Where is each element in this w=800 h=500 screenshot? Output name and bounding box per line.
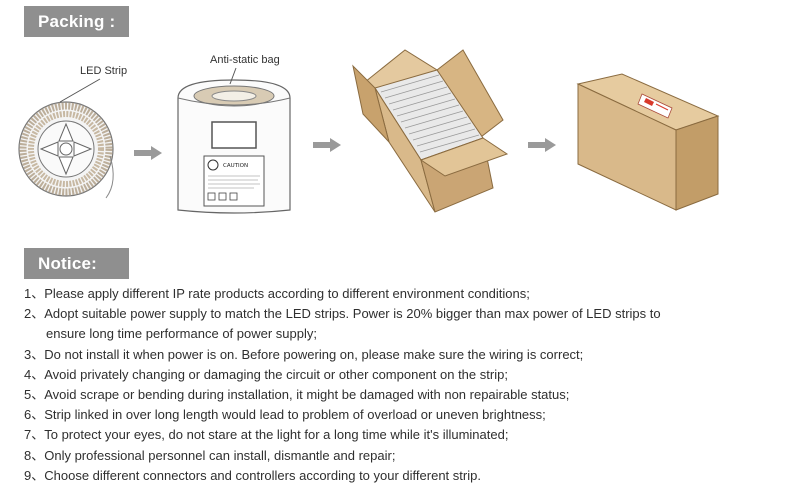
notice-item: 2、Adopt suitable power supply to match t…: [24, 304, 794, 344]
notice-item: 8、Only professional personnel can instal…: [24, 447, 396, 463]
notice-item: 5、Avoid scrape or bending during install…: [24, 387, 570, 403]
led-strip-pointer-line: [59, 78, 101, 103]
notice-list: 1、Please apply different IP rate product…: [24, 284, 794, 486]
arrow-right-icon: [134, 146, 162, 160]
led-strip-label: LED Strip: [80, 65, 128, 77]
packing-heading: Packing :: [24, 6, 129, 37]
bag-caution-text: CAUTION: [223, 163, 248, 169]
notice-item: 9、Choose different connectors and contro…: [24, 467, 481, 483]
sealed-carton-box-illustration: [576, 73, 720, 211]
notice-item: 1、Please apply different IP rate product…: [24, 286, 530, 301]
notice-item-continuation: ensure long time performance of power su…: [46, 326, 317, 342]
notice-item: 7、To protect your eyes, do not stare at …: [24, 427, 509, 443]
bag-pointer-line: [229, 67, 237, 85]
notice-item: 4、Avoid privately changing or damaging t…: [24, 366, 508, 382]
anti-static-bag-label: Anti-static bag: [210, 54, 280, 66]
led-strip-reel-illustration: [18, 101, 114, 199]
shipping-label-icon: [637, 93, 673, 119]
notice-item: 3、Do not install it when power is on. Be…: [24, 346, 584, 362]
notice-heading: Notice:: [24, 248, 129, 279]
arrow-right-icon: [313, 138, 341, 152]
notice-item: 6、Strip linked in over long length would…: [24, 407, 546, 423]
open-carton-box-illustration: [352, 49, 509, 213]
arrow-right-icon: [528, 138, 556, 152]
anti-static-bag-illustration: CAUTION: [177, 79, 291, 214]
